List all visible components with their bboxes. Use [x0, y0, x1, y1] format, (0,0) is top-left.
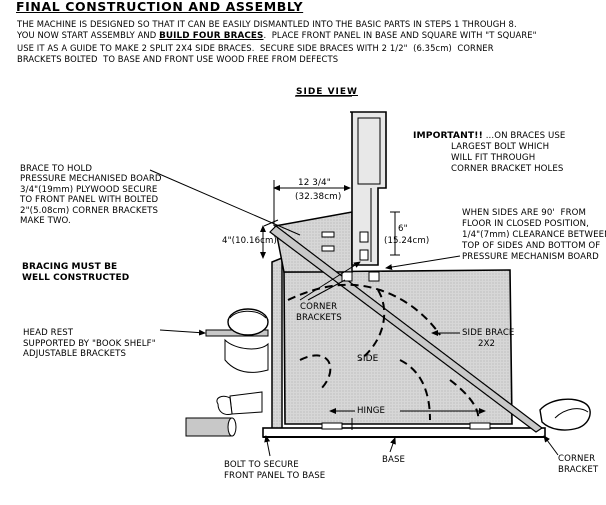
intro-text: THE MACHINE IS DESIGNED SO THAT IT CAN B…	[17, 19, 537, 66]
dimension-6in: 6"	[398, 224, 408, 234]
corner-bracket-line-1: CORNER	[558, 454, 596, 464]
side-brace-line-2: 2X2	[478, 339, 496, 349]
page-title: FINAL CONSTRUCTION AND ASSEMBLY	[16, 0, 304, 14]
bracing-line-2: WELL CONSTRUCTED	[22, 273, 130, 283]
bracing-line-1: BRACING MUST BE	[22, 262, 118, 272]
front-panel	[271, 256, 283, 433]
brace-note: BRACE TO HOLD PRESSURE MECHANISED BOARD …	[20, 164, 162, 226]
head-rest-line-2: SUPPORTED BY "BOOK SHELF"	[23, 338, 156, 349]
important-note: IMPORTANT!! ...ON BRACES USE LARGEST BOL…	[413, 130, 565, 175]
corner-brackets-label: CORNER BRACKETS	[296, 302, 342, 324]
intro-line-2-bold: BUILD FOUR BRACES	[159, 31, 264, 42]
intro-line-4: BRACKETS BOLTED TO BASE AND FRONT USE WO…	[17, 54, 339, 65]
brace-line-2: PRESSURE MECHANISED BOARD	[20, 174, 162, 185]
side-brace	[269, 225, 544, 433]
hinge-left	[321, 422, 343, 430]
important-line-1: ...ON BRACES USE	[482, 131, 566, 141]
side-brace-label: SIDE BRACE 2X2	[462, 328, 514, 350]
intro-line-2-post: . PLACE FRONT PANEL IN BASE AND SQUARE W…	[263, 30, 537, 41]
bolt-line-2: FRONT PANEL TO BASE	[224, 471, 326, 481]
clearance-line-1: WHEN SIDES ARE 90' FROM	[462, 208, 587, 218]
brace-line-3: 3/4"(19mm) PLYWOOD SECURE	[20, 184, 158, 195]
head-rest-line-3: ADJUSTABLE BRACKETS	[23, 349, 126, 359]
base	[262, 427, 546, 438]
intro-line-1: THE MACHINE IS DESIGNED SO THAT IT CAN B…	[17, 19, 517, 29]
bolt-line-1: BOLT TO SECURE	[224, 460, 299, 470]
brace-line-1: BRACE TO HOLD	[20, 164, 93, 174]
clearance-line-5: PRESSURE MECHANISM BOARD	[462, 252, 599, 262]
head-rest-line-1: HEAD REST	[23, 328, 74, 338]
side-view-label: SIDE VIEW	[296, 87, 358, 97]
brace-line-6: MAKE TWO.	[20, 216, 71, 227]
hinge-label: HINGE	[357, 406, 386, 416]
side-label: SIDE	[357, 354, 379, 364]
bolt-label: BOLT TO SECURE FRONT PANEL TO BASE	[224, 460, 325, 482]
clearance-line-2: FLOOR IN CLOSED POSITION,	[462, 219, 589, 229]
head-rest-label: HEAD REST SUPPORTED BY "BOOK SHELF" ADJU…	[23, 328, 156, 360]
brace-line-4: TO FRONT PANEL WITH BOLTED	[20, 195, 159, 206]
post-inner	[357, 117, 381, 185]
hinge-right	[469, 422, 491, 430]
corner-brackets-line-2: BRACKETS	[296, 313, 342, 323]
dimension-width: 12 3/4"	[298, 178, 331, 188]
important-line-4: CORNER BRACKET HOLES	[451, 164, 564, 174]
side-brace-line-1: SIDE BRACE	[462, 328, 515, 338]
intro-line-2-pre: YOU NOW START ASSEMBLY AND	[17, 30, 160, 41]
dimension-6in-cm: (15.24cm)	[384, 236, 430, 246]
corner-bracket-label: CORNER BRACKET	[558, 454, 598, 476]
clearance-note: WHEN SIDES ARE 90' FROM FLOOR IN CLOSED …	[462, 208, 606, 263]
clearance-line-3: 1/4"(7mm) CLEARANCE BETWEEN	[462, 230, 606, 240]
important-line-2: LARGEST BOLT WHICH	[451, 142, 550, 152]
bracing-note: BRACING MUST BE WELL CONSTRUCTED	[22, 262, 129, 284]
intro-line-3: USE IT AS A GUIDE TO MAKE 2 SPLIT 2X4 SI…	[17, 42, 494, 53]
base-label: BASE	[382, 455, 406, 465]
important-heading: IMPORTANT!!	[413, 130, 483, 141]
corner-brackets-line-1: CORNER	[300, 302, 338, 312]
dimension-4in: 4"(10.16cm)	[222, 236, 277, 246]
corner-bracket-line-2: BRACKET	[558, 465, 599, 475]
dimension-width-cm: (32.38cm)	[295, 192, 342, 202]
pressure-board	[350, 111, 387, 266]
important-line-3: WILL FIT THROUGH	[451, 153, 536, 163]
clearance-line-4: TOP OF SIDES AND BOTTOM OF	[462, 241, 601, 251]
brace-line-5: 2"(5.08cm) CORNER BRACKETS	[20, 205, 159, 216]
